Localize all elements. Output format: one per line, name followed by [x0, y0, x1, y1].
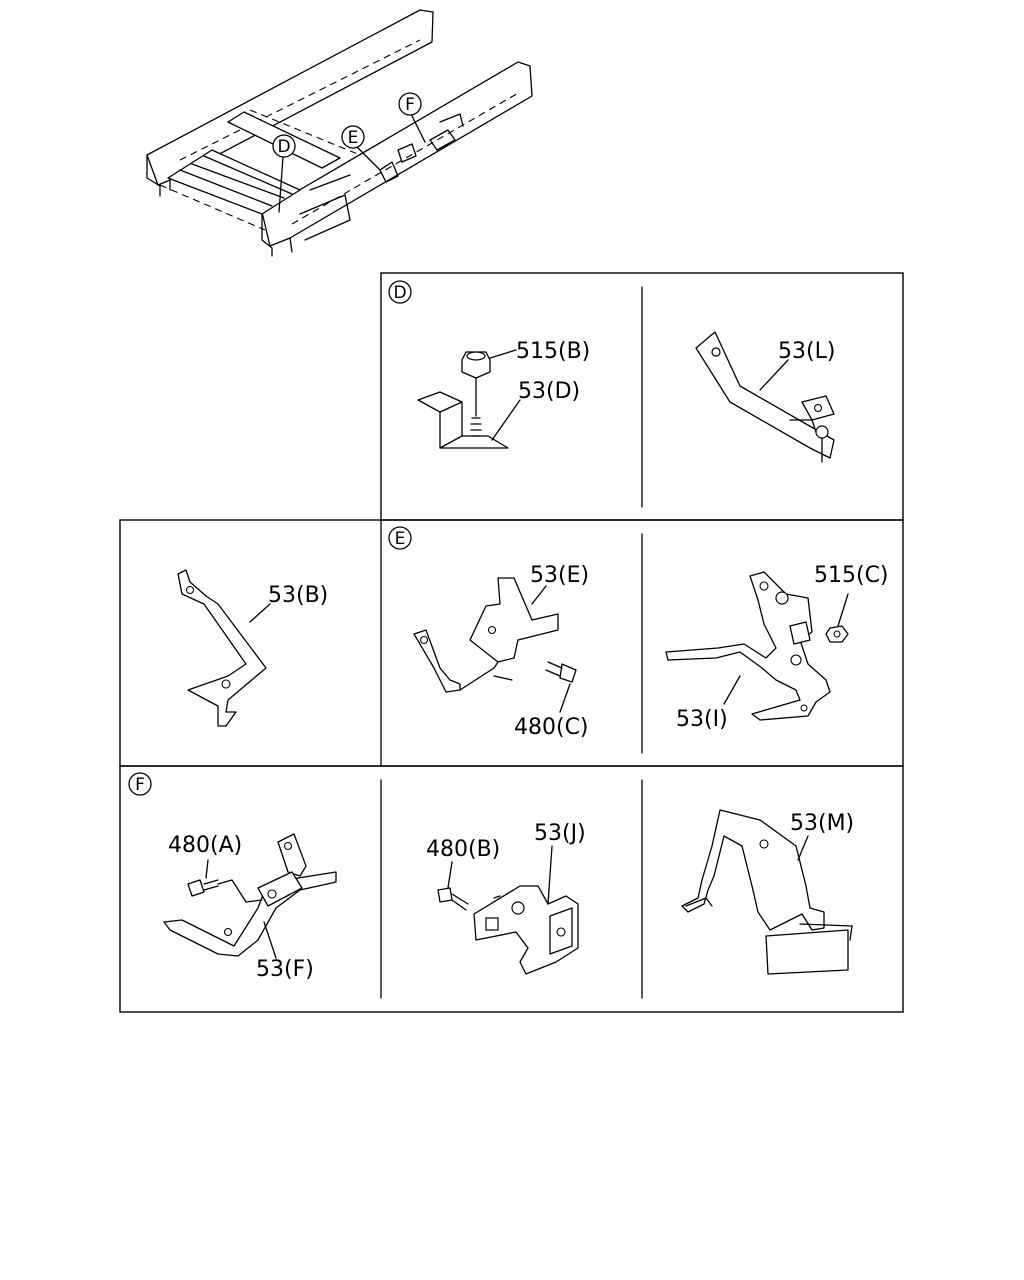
part-53b-bracket — [177, 569, 267, 727]
label-480b: 480(B) — [426, 837, 500, 862]
leader-53j — [547, 845, 553, 905]
leader-53i — [723, 675, 741, 705]
leader-515c — [837, 593, 849, 627]
svg-text:F: F — [135, 775, 145, 795]
svg-text:D: D — [277, 137, 290, 157]
part-53d-bracket — [417, 391, 509, 449]
section-e-marker: E — [388, 526, 412, 550]
label-53f: 53(F) — [256, 957, 314, 982]
part-480c-bolt — [545, 661, 577, 683]
section-d-marker: D — [388, 280, 412, 304]
label-480c: 480(C) — [514, 715, 589, 740]
svg-text:F: F — [405, 95, 415, 115]
leader-480a — [205, 859, 209, 879]
leader-480b — [447, 861, 453, 889]
label-53b: 53(B) — [268, 583, 328, 608]
label-53d: 53(D) — [518, 379, 580, 404]
part-53j-bracket — [473, 885, 579, 975]
overview-ref-d: D — [272, 134, 296, 158]
part-480a-bolt — [187, 879, 219, 897]
leader-53e — [531, 585, 547, 605]
part-515c-nut — [825, 625, 849, 643]
frame-overview-illustration: D E F — [146, 9, 533, 257]
leader-480a-2 — [217, 879, 263, 903]
leader-53b — [249, 603, 271, 623]
section-f-marker: F — [128, 772, 152, 796]
part-53l-bracket — [695, 331, 835, 463]
part-53i-bracket — [665, 571, 831, 721]
svg-text:E: E — [395, 529, 406, 549]
label-53e: 53(E) — [530, 563, 589, 588]
part-515b-nut — [461, 351, 491, 437]
svg-text:E: E — [348, 128, 359, 148]
part-53f-bracket — [163, 833, 337, 957]
label-515b: 515(B) — [516, 339, 590, 364]
part-53e-bracket — [413, 577, 559, 693]
leader-53m — [797, 835, 809, 861]
part-480b-bolt — [437, 887, 469, 911]
label-480a: 480(A) — [168, 833, 242, 858]
overview-ref-e: E — [341, 125, 365, 149]
grid-frames — [119, 272, 904, 1013]
leader-53f — [263, 921, 277, 959]
label-53i: 53(I) — [676, 707, 728, 732]
label-515c: 515(C) — [814, 563, 889, 588]
overview-ref-f: F — [398, 92, 422, 116]
label-53m: 53(M) — [790, 811, 854, 836]
label-53l: 53(L) — [778, 339, 835, 364]
leader-53d — [491, 399, 521, 441]
part-53m-bracket — [681, 809, 853, 975]
label-53j: 53(J) — [534, 821, 586, 846]
svg-text:D: D — [393, 283, 406, 303]
leader-53l — [759, 359, 789, 391]
leader-515b — [489, 349, 517, 359]
leader-480c — [559, 683, 571, 713]
